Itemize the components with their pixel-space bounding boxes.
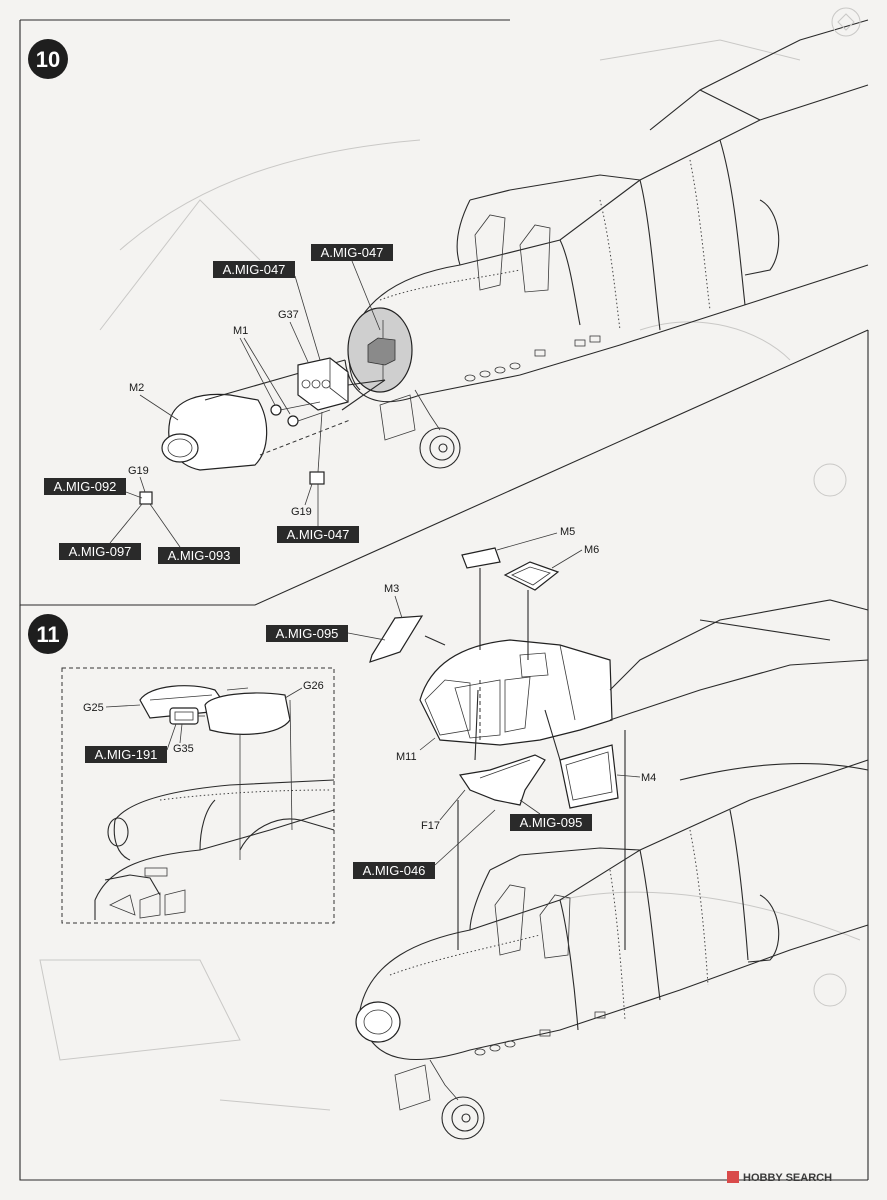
step-10-part-labels: M1 M2 G37 G19 G19 bbox=[128, 309, 313, 518]
svg-text:A.MIG-095: A.MIG-095 bbox=[276, 626, 339, 641]
nose-bulkhead-shaded bbox=[347, 307, 413, 393]
step-10-badge: 10 bbox=[28, 39, 68, 79]
step-11-number: 11 bbox=[36, 622, 59, 647]
watermark-brand: HOBBY SEARCH bbox=[743, 1172, 832, 1184]
label-m1: M1 bbox=[233, 325, 248, 337]
label-m5: M5 bbox=[560, 526, 575, 538]
step-11-paint-tags: A.MIG-095 A.MIG-095 A.MIG-046 A.MIG-191 bbox=[85, 625, 592, 879]
svg-text:A.MIG-047: A.MIG-047 bbox=[287, 527, 350, 542]
inset-part-labels: G25 G26 G35 bbox=[83, 680, 324, 755]
step-11-part-labels: M3 M5 M6 M11 M4 F17 bbox=[384, 526, 656, 832]
panel-borders bbox=[19, 19, 869, 1181]
label-g26: G26 bbox=[303, 680, 324, 692]
step-10-number: 10 bbox=[36, 47, 60, 72]
g37-block-part bbox=[297, 357, 386, 411]
step-11: 11 bbox=[28, 526, 869, 1140]
paint-tag-amig047-left: A.MIG-047 bbox=[213, 261, 321, 361]
svg-text:A.MIG-047: A.MIG-047 bbox=[321, 245, 384, 260]
label-m6: M6 bbox=[584, 544, 599, 556]
step-10-paint-tags: A.MIG-047 A.MIG-047 A.MIG-047 A.MIG-092 bbox=[44, 244, 393, 564]
step-10-ports bbox=[464, 335, 601, 382]
paint-tag-amig191: A.MIG-191 bbox=[85, 723, 177, 763]
m1-parts bbox=[270, 401, 331, 427]
label-g19-b: G19 bbox=[128, 465, 149, 477]
svg-text:A.MIG-047: A.MIG-047 bbox=[223, 262, 286, 277]
label-g25: G25 bbox=[83, 702, 104, 714]
paint-tag-amig047-bottom: A.MIG-047 bbox=[277, 484, 359, 543]
paint-tag-amig095-right: A.MIG-095 bbox=[510, 799, 592, 831]
svg-text:A.MIG-097: A.MIG-097 bbox=[69, 544, 132, 559]
svg-text:A.MIG-191: A.MIG-191 bbox=[95, 747, 158, 762]
label-m3: M3 bbox=[384, 583, 399, 595]
label-m2: M2 bbox=[129, 382, 144, 394]
paint-tag-amig095-left: A.MIG-095 bbox=[266, 625, 386, 642]
step-11-fuselage bbox=[355, 599, 869, 1140]
label-m11: M11 bbox=[396, 751, 417, 763]
label-g35: G35 bbox=[173, 743, 194, 755]
corner-badges bbox=[831, 7, 861, 37]
svg-text:A.MIG-092: A.MIG-092 bbox=[54, 479, 117, 494]
step-10: 10 bbox=[28, 19, 869, 564]
paint-tag-amig092: A.MIG-092 bbox=[44, 478, 143, 499]
label-m4: M4 bbox=[641, 772, 656, 784]
show-through-artwork bbox=[39, 39, 861, 1111]
step-11-badge: 11 bbox=[28, 614, 68, 654]
svg-text:A.MIG-093: A.MIG-093 bbox=[168, 548, 231, 563]
canopy-assembly bbox=[369, 547, 626, 950]
label-g37: G37 bbox=[278, 309, 299, 321]
svg-text:A.MIG-095: A.MIG-095 bbox=[520, 815, 583, 830]
watermark-logo-icon bbox=[727, 1171, 739, 1183]
label-g19-a: G19 bbox=[291, 506, 312, 518]
svg-text:A.MIG-046: A.MIG-046 bbox=[363, 863, 426, 878]
paint-tag-amig097: A.MIG-097 bbox=[59, 503, 143, 560]
label-f17: F17 bbox=[421, 820, 440, 832]
g19-parts bbox=[139, 379, 386, 505]
step-11-ports bbox=[474, 1011, 606, 1056]
detail-inset bbox=[61, 667, 335, 924]
step-10-fuselage bbox=[344, 19, 869, 469]
watermark: HOBBY SEARCH bbox=[727, 1171, 832, 1184]
paint-tag-amig093: A.MIG-093 bbox=[149, 503, 240, 564]
paint-tag-amig047-top: A.MIG-047 bbox=[311, 244, 393, 331]
paint-tag-amig046: A.MIG-046 bbox=[353, 809, 496, 879]
